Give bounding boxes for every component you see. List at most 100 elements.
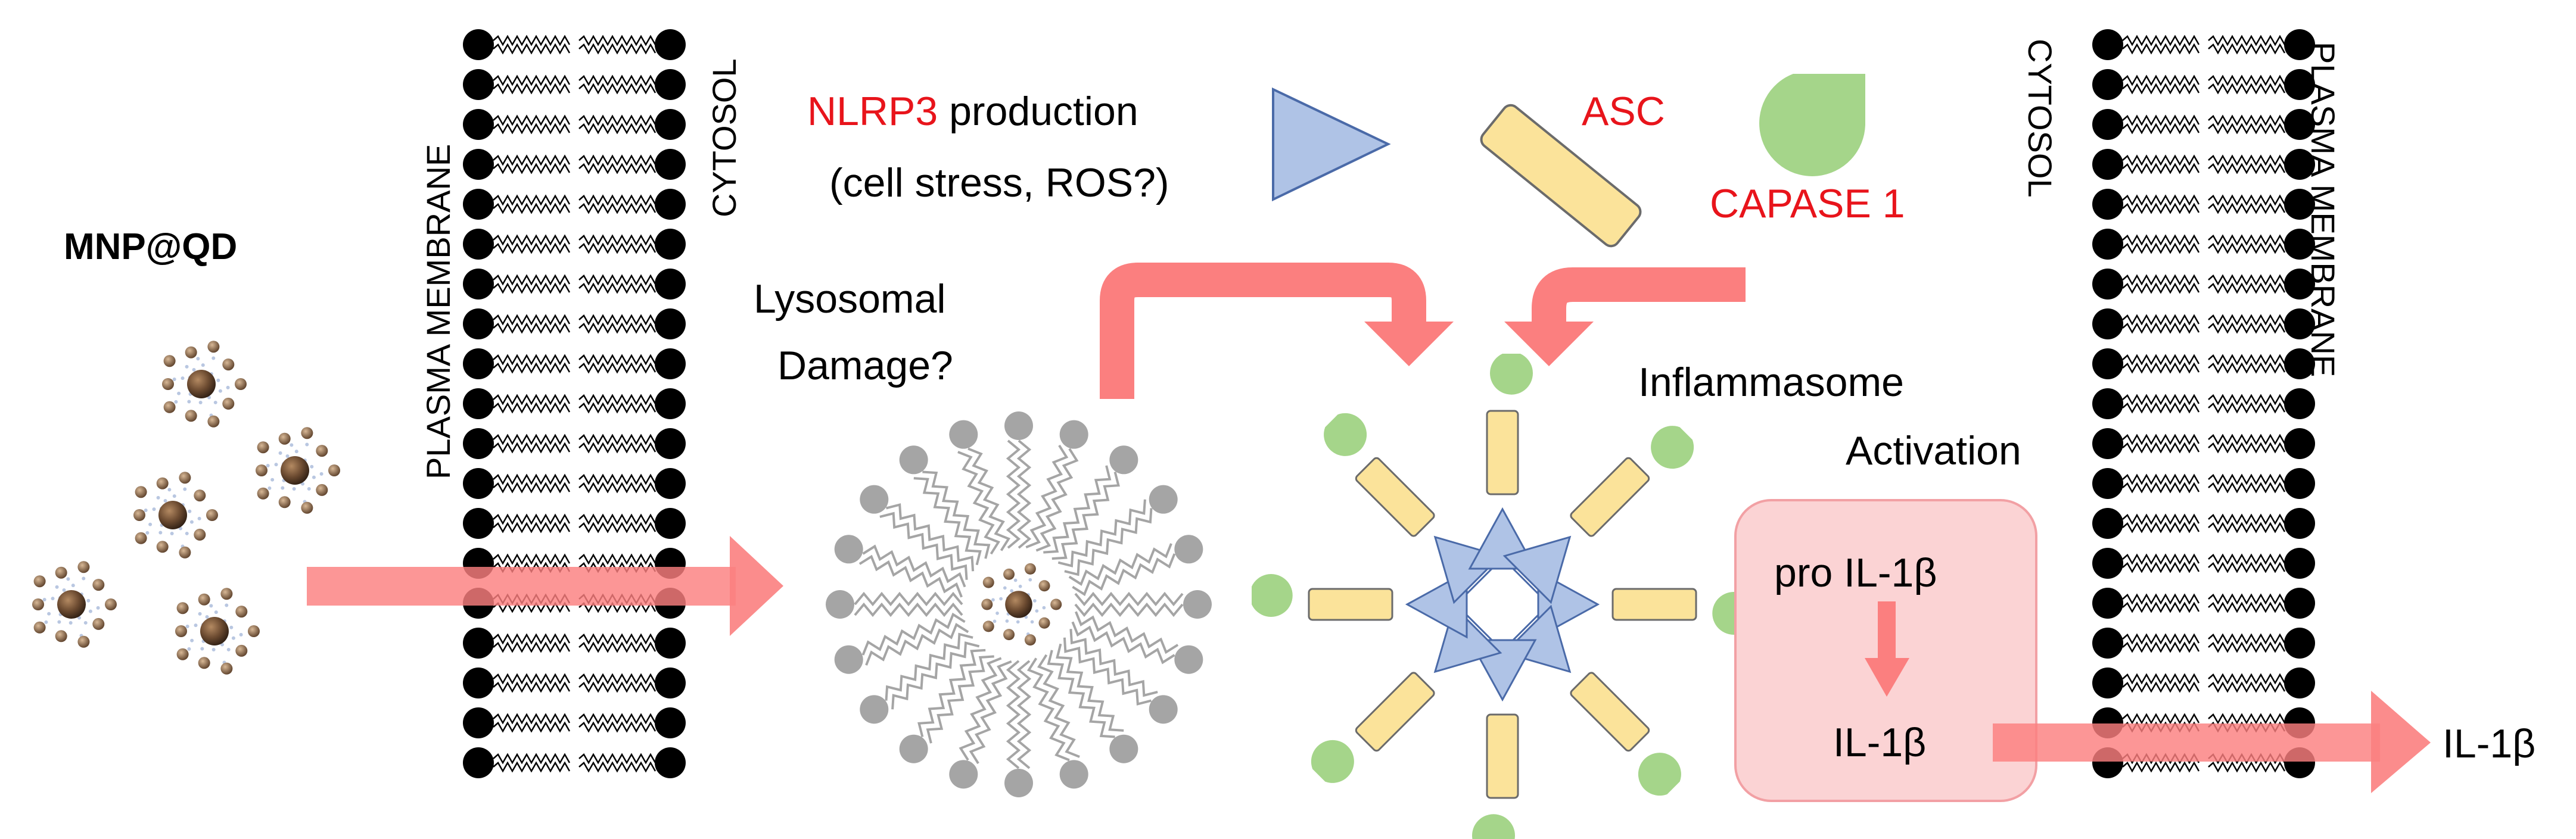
ligand-dot bbox=[267, 486, 272, 490]
ligand-dot bbox=[86, 598, 91, 603]
lipid-head bbox=[463, 388, 494, 419]
ligand-dot bbox=[172, 378, 176, 382]
lipid-tail bbox=[578, 154, 657, 166]
micelle-lipid-tail bbox=[1071, 621, 1175, 665]
lipid-tail bbox=[2208, 43, 2286, 55]
lipid-tail bbox=[2122, 74, 2200, 86]
lipid-head bbox=[463, 109, 494, 140]
lipid-tail bbox=[2122, 234, 2200, 246]
lipid-tail bbox=[493, 761, 571, 773]
lipid-tail bbox=[2122, 473, 2200, 485]
nlrp3-name: NLRP3 bbox=[807, 89, 938, 134]
left-plasma-membrane-label: PLASMA MEMBRANE bbox=[419, 144, 457, 479]
asc-rectangle-icon bbox=[1480, 104, 1642, 248]
lipid-tail bbox=[578, 114, 657, 126]
lipid-tail bbox=[2122, 513, 2200, 525]
lipid-tail bbox=[2122, 641, 2200, 653]
left-lipid-bilayer bbox=[463, 29, 686, 778]
lipid-tail bbox=[2122, 681, 2200, 693]
lipid-head bbox=[2284, 388, 2315, 419]
ligand-dot bbox=[148, 522, 153, 526]
lipid-tail bbox=[493, 163, 571, 174]
inflammasome-core bbox=[1455, 557, 1550, 652]
lipid-head bbox=[2284, 348, 2315, 379]
caspase-subunit-icon bbox=[1651, 426, 1694, 469]
quantum-dot bbox=[162, 378, 174, 390]
quantum-dot bbox=[256, 464, 267, 476]
ligand-dot bbox=[310, 464, 314, 469]
lipid-tail bbox=[2122, 394, 2200, 406]
lipid-tail bbox=[493, 282, 571, 294]
micelle-lipid-head bbox=[1149, 695, 1178, 724]
lipid-tail bbox=[493, 522, 571, 534]
lipid-head bbox=[655, 69, 686, 100]
lipid-head bbox=[2092, 548, 2123, 579]
lipid-head bbox=[2092, 388, 2123, 419]
ligand-dot bbox=[82, 576, 86, 581]
micelle-lipid-tail bbox=[1057, 499, 1146, 567]
ligand-dot bbox=[83, 620, 88, 625]
micelle-lipid-tail bbox=[858, 554, 963, 598]
lipid-head bbox=[655, 29, 686, 60]
ligand-dot bbox=[1030, 620, 1034, 624]
asc-subunit-icon bbox=[1355, 672, 1435, 752]
micelle-lipid-head bbox=[1149, 485, 1178, 514]
lipid-tail bbox=[493, 154, 571, 166]
ligand-dot bbox=[209, 604, 213, 608]
ligand-dot bbox=[152, 507, 156, 511]
lipid-head bbox=[463, 747, 494, 778]
lipid-tail bbox=[578, 681, 657, 693]
quantum-dot bbox=[1003, 629, 1015, 641]
quantum-dot bbox=[248, 625, 260, 637]
lipid-head bbox=[655, 707, 686, 738]
secretion-arrow-shaft bbox=[1993, 723, 2380, 762]
ligand-dot bbox=[995, 612, 999, 615]
right-lipid-bilayer bbox=[2092, 29, 2315, 778]
micelle-lipid-tail bbox=[1016, 439, 1032, 549]
caspase-subunit-icon bbox=[1311, 740, 1354, 783]
ligand-dot bbox=[189, 520, 194, 524]
quantum-dot bbox=[982, 576, 994, 588]
lipid-head bbox=[655, 668, 686, 698]
micelle-lipid-tail bbox=[885, 632, 973, 701]
quantum-dot bbox=[301, 427, 313, 439]
quantum-dot bbox=[92, 617, 105, 630]
lipid-tail bbox=[2208, 114, 2286, 126]
lipid-head bbox=[2092, 109, 2123, 140]
quantum-dot bbox=[222, 358, 235, 371]
asc-subunit-icon bbox=[1570, 457, 1650, 537]
lipid-tail bbox=[2122, 402, 2200, 414]
ligand-dot bbox=[55, 585, 59, 589]
lipid-tail bbox=[2208, 641, 2286, 653]
caspase-subunit-icon bbox=[1472, 814, 1515, 839]
lipid-head bbox=[655, 109, 686, 140]
ligand-dot bbox=[218, 389, 222, 393]
quantum-dot bbox=[135, 486, 147, 498]
uptake-arrow-shaft bbox=[307, 567, 736, 606]
lipid-head bbox=[463, 508, 494, 539]
nlrp3-triangle-icon bbox=[1272, 87, 1391, 202]
ligand-dot bbox=[62, 588, 66, 592]
micelle-lipid-tail bbox=[1051, 472, 1120, 560]
ligand-dot bbox=[192, 368, 196, 372]
ligand-dot bbox=[225, 603, 229, 607]
ligand-dot bbox=[229, 625, 234, 629]
micelle-lipid-tail bbox=[1025, 444, 1069, 548]
micelle-lipid-head bbox=[1059, 420, 1088, 449]
ligand-dot bbox=[216, 378, 220, 382]
quantum-dot bbox=[185, 346, 197, 358]
quantum-dot bbox=[179, 472, 191, 484]
lipid-head bbox=[655, 189, 686, 220]
lipid-tail bbox=[578, 274, 657, 286]
lipid-tail bbox=[578, 35, 657, 46]
lipid-head bbox=[463, 189, 494, 220]
lipid-tail bbox=[2122, 274, 2200, 286]
lipid-head bbox=[463, 149, 494, 180]
ligand-dot bbox=[226, 385, 230, 389]
nanoparticle-icon bbox=[175, 588, 260, 675]
quantum-dot bbox=[222, 397, 235, 410]
lipid-tail bbox=[493, 43, 571, 55]
magnetic-core bbox=[187, 370, 216, 398]
lipid-tail bbox=[2122, 633, 2200, 645]
caspase-drop-icon bbox=[1759, 74, 1865, 176]
